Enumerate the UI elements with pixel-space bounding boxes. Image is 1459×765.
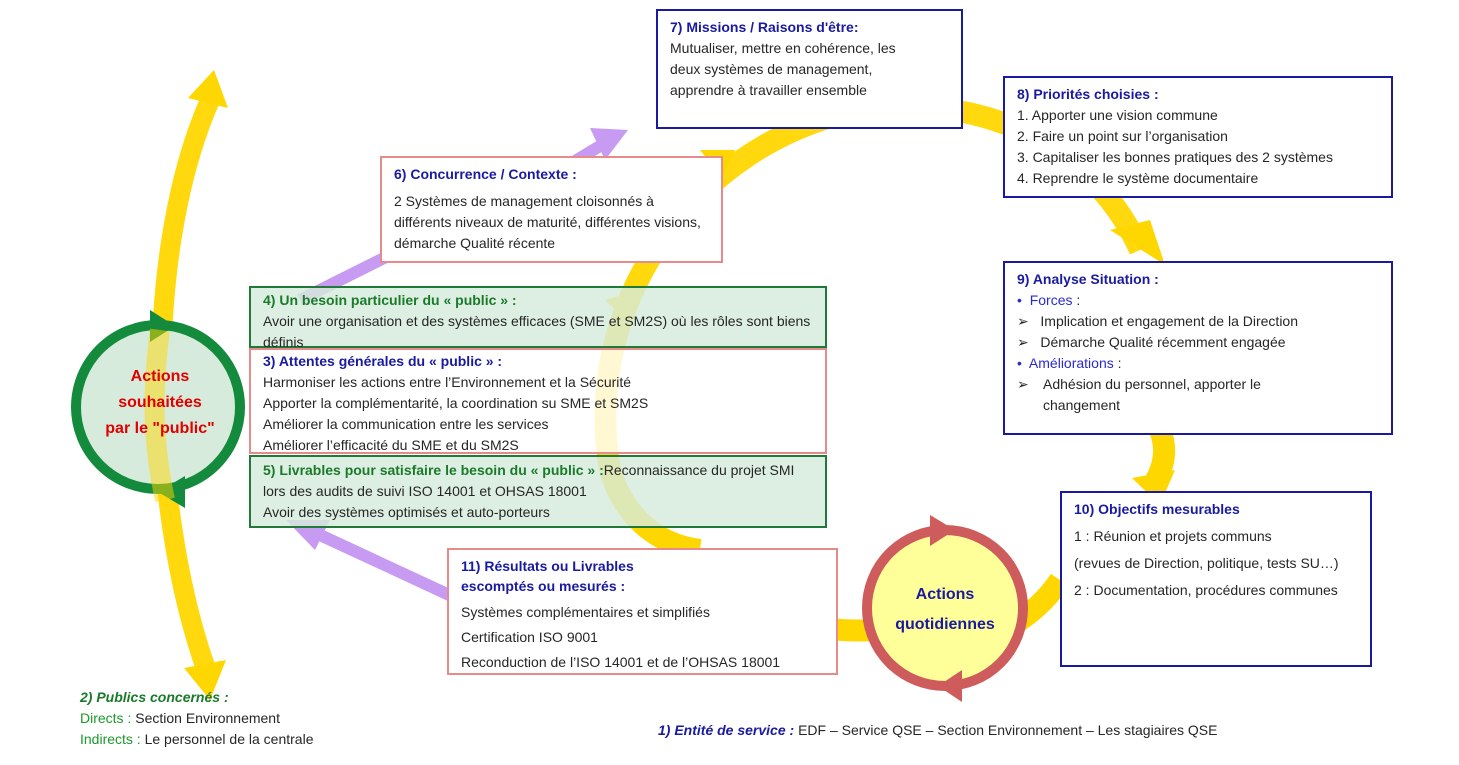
box-livrables-title: 5) Livrables pour satisfaire le besoin d… (263, 462, 604, 478)
publics-indirects: Indirects : Le personnel de la centrale (80, 729, 400, 750)
objectif-line-2: (revues de Direction, politique, tests S… (1074, 555, 1339, 571)
ameliorations-row: • Améliorations : (1017, 355, 1122, 371)
forces-label: Forces (1029, 292, 1073, 308)
box-missions-title: 7) Missions / Raisons d'être: (670, 19, 859, 35)
box-resultats-line-2: Certification ISO 9001 (461, 629, 598, 645)
yellow-arrowhead-9-10 (1132, 470, 1175, 505)
box-missions-line-2: deux systèmes de management, (670, 61, 873, 77)
entite-value: EDF – Service QSE – Section Environnemen… (798, 722, 1218, 738)
box-attentes-line-1: Harmoniser les actions entre l’Environne… (263, 374, 632, 390)
publics-directs: Directs : Section Environnement (80, 708, 400, 729)
box-livrables: 5) Livrables pour satisfaire le besoin d… (249, 455, 827, 528)
indirects-label: Indirects : (80, 731, 141, 747)
box-attentes-line-2: Apporter la complémentarité, la coordina… (263, 395, 649, 411)
box-missions: 7) Missions / Raisons d'être: Mutualiser… (656, 9, 963, 129)
box-attentes-title: 3) Attentes générales du « public » : (263, 353, 503, 369)
arrow-bullet-icon: ➢ (1017, 334, 1041, 350)
box-resultats-line-3: Reconduction de l’ISO 14001 et de l’OHSA… (461, 654, 781, 670)
box-attentes-line-3: Améliorer la communication entre les ser… (263, 416, 549, 432)
arrow-bullet-icon: ➢ (1017, 313, 1041, 329)
box-livrables-first: 5) Livrables pour satisfaire le besoin d… (263, 460, 813, 502)
box-livrables-text: Reconnaissance du projet SMI lors des au… (263, 462, 795, 499)
box-resultats: 11) Résultats ou Livrables escomptés ou … (447, 548, 838, 675)
box-analyse: 9) Analyse Situation : • Forces : ➢ Impl… (1003, 261, 1393, 435)
box-priorites-line-4: 4. Reprendre le système documentaire (1017, 170, 1259, 186)
directs-value: Section Environnement (135, 710, 280, 726)
box-attentes-line-4: Améliorer l’efficacité du SME et du SM2S (263, 437, 519, 453)
box-objectifs-title: 10) Objectifs mesurables (1074, 501, 1240, 517)
purple-arrowhead-7 (590, 128, 628, 160)
box-priorites-title: 8) Priorités choisies : (1017, 86, 1159, 102)
box-analyse-title: 9) Analyse Situation : (1017, 271, 1159, 287)
red-arrowhead-bottom (938, 670, 962, 702)
entite-block: 1) Entité de service : EDF – Service QSE… (658, 720, 1358, 741)
circle-left-label: Actions souhaitées par le "public" (95, 364, 225, 442)
box-priorites-line-2: 2. Faire un point sur l’organisation (1017, 128, 1228, 144)
forces-item-1-text: Implication et engagement de la Directio… (1040, 313, 1298, 329)
circle-left-line-2: souhaitées (118, 394, 202, 411)
bullet-icon: • (1017, 292, 1030, 308)
box-resultats-title-2: escomptés ou mesurés : (461, 578, 626, 594)
publics-block: 2) Publics concernés : Directs : Section… (80, 687, 400, 750)
forces-row: • Forces : (1017, 292, 1081, 308)
box-resultats-line-1: Systèmes complémentaires et simplifiés (461, 604, 710, 620)
ameliorations-item-1: ➢ Adhésion du personnel, apporter le cha… (1017, 374, 1379, 416)
forces-item-1: ➢ Implication et engagement de la Direct… (1017, 311, 1379, 332)
directs-label: Directs : (80, 710, 132, 726)
bullet-icon: • (1017, 355, 1029, 371)
circle-right-line-1: Actions (915, 586, 975, 603)
objectif-line-1: 1 : Réunion et projets communs (1074, 528, 1272, 544)
entite-label: 1) Entité de service : (658, 722, 795, 738)
box-concurrence-title: 6) Concurrence / Contexte : (394, 166, 577, 182)
arrow-bullet-icon: ➢ (1017, 376, 1029, 392)
box-besoin: 4) Un besoin particulier du « public » :… (249, 286, 827, 350)
purple-arrow-11-5 (317, 529, 463, 606)
box-resultats-title-1: 11) Résultats ou Livrables (461, 558, 634, 574)
box-missions-line-1: Mutualiser, mettre en cohérence, les (670, 40, 896, 56)
box-objectifs: 10) Objectifs mesurables 1 : Réunion et … (1060, 491, 1372, 667)
box-priorites-line-1: 1. Apporter une vision commune (1017, 107, 1218, 123)
red-arrowhead-top (930, 515, 955, 546)
box-concurrence-text: 2 Systèmes de management cloisonnés à di… (394, 193, 701, 251)
yellow-arrowhead-8-9 (1110, 220, 1165, 265)
box-livrables-line-2: Avoir des systèmes optimisés et auto-por… (263, 504, 550, 520)
circle-left-line-3: par le "public" (105, 420, 215, 437)
circle-right-line-2: quotidiennes (895, 616, 995, 633)
box-priorites-line-3: 3. Capitaliser les bonnes pratiques des … (1017, 149, 1333, 165)
ameliorations-item-1-text: Adhésion du personnel, apporter le chang… (1043, 376, 1261, 413)
box-besoin-title: 4) Un besoin particulier du « public » : (263, 292, 517, 308)
left-yellow-arrowhead-top (188, 70, 228, 108)
publics-title: 2) Publics concernés : (80, 689, 229, 705)
indirects-value: Le personnel de la centrale (144, 731, 314, 747)
ameliorations-label: Améliorations (1028, 355, 1114, 371)
forces-item-2: ➢ Démarche Qualité récemment engagée (1017, 332, 1379, 353)
box-attentes: 3) Attentes générales du « public » : Ha… (249, 348, 827, 454)
left-yellow-arrowhead-bottom (184, 660, 226, 700)
left-yellow-arc-overlay (144, 328, 175, 503)
box-missions-line-3: apprendre à travailler ensemble (670, 82, 867, 98)
circle-left-line-1: Actions (130, 368, 190, 385)
forces-item-2-text: Démarche Qualité récemment engagée (1040, 334, 1286, 350)
box-besoin-text: Avoir une organisation et des systèmes e… (263, 313, 811, 350)
objectif-line-3: 2 : Documentation, procédures communes (1074, 582, 1338, 598)
box-concurrence: 6) Concurrence / Contexte : 2 Systèmes d… (380, 156, 723, 263)
circle-right-label: Actions quotidiennes (875, 580, 1015, 640)
box-priorites: 8) Priorités choisies : 1. Apporter une … (1003, 76, 1393, 198)
